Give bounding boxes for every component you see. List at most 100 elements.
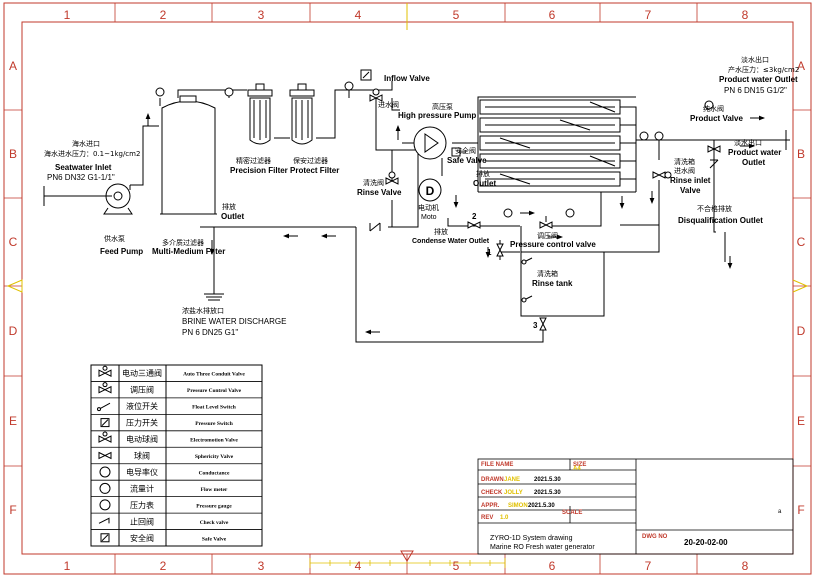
frame-column-label: 2 xyxy=(160,559,167,573)
pressure-gauge-icon xyxy=(99,499,111,511)
rev-label: REV xyxy=(481,515,493,521)
legend-cn-label: 压力开关 xyxy=(126,418,158,428)
legend-cn-label: 压力表 xyxy=(130,500,154,510)
seawater-inlet-spec: PN6 DN32 G1-1/1" xyxy=(47,173,115,182)
legend-cn-label: 流量计 xyxy=(130,483,154,493)
legend-cn-label: 止回阀 xyxy=(130,516,154,526)
legend-cn-label: 调压阀 xyxy=(130,386,154,395)
pw-outlet2-label-a: Product water xyxy=(728,148,781,157)
inflow-valve-cn-label: 进水阀 xyxy=(378,100,399,109)
precision-filter-label: Precision Filter xyxy=(230,166,288,175)
flow-meter-icon xyxy=(639,131,649,141)
motor-icon: D xyxy=(418,178,442,202)
precision-filter-icon xyxy=(247,83,273,145)
frame-row-label: A xyxy=(797,59,805,73)
frame-row-label: E xyxy=(9,414,17,428)
mm-filter-cn-label: 多介质过滤器 xyxy=(162,238,204,247)
rinse-inlet-label-a: Rinse inlet xyxy=(670,176,711,185)
drawn-label: DRAWN xyxy=(481,477,504,483)
product-valve-label: Product Valve xyxy=(690,114,743,123)
pressure-gauges xyxy=(155,81,714,218)
frame-column-label: 8 xyxy=(742,559,749,573)
pw-outlet2-label-b: Outlet xyxy=(742,158,765,167)
fw-outlet2-cn-label: 淡水出口 xyxy=(734,138,762,147)
dwg-number: 20-20-02-00 xyxy=(684,538,728,547)
brine-discharge-icon xyxy=(204,293,224,301)
hp-pump-label: High pressure Pump xyxy=(398,111,476,120)
title-block xyxy=(477,458,794,555)
legend-en-label: Sphericity Valve xyxy=(195,454,234,460)
check-valve-icon xyxy=(98,517,110,524)
high-pressure-pump-icon xyxy=(402,126,447,176)
frame-column-label: 6 xyxy=(549,8,556,22)
legend-en-label: Safe Valve xyxy=(202,536,227,542)
file-name-label: FILE NAME xyxy=(481,462,513,468)
pressure-gauge-icon xyxy=(224,87,234,97)
frame-row-label: F xyxy=(9,503,16,517)
rinse-inlet-valve-icon xyxy=(652,171,672,179)
frame-column-label: 2 xyxy=(160,8,167,22)
drawn-name: JANE xyxy=(504,477,520,483)
product-valve-icon xyxy=(707,145,721,153)
sheet-mark: a xyxy=(778,509,782,515)
outlet-label: Outlet xyxy=(473,179,496,188)
seawater-pressure-cn-label: 海水进水压力：0.1~1kg/cm2 xyxy=(44,149,140,158)
scale-label: SCALE xyxy=(562,510,582,516)
pressure-gauge-icon xyxy=(565,208,575,218)
size-value: A4 xyxy=(573,466,581,472)
rinse-inlet-cn2-label: 进水阀 xyxy=(674,166,695,175)
conductance-icon xyxy=(654,131,664,141)
safe-valve-icon xyxy=(451,147,466,157)
rinse-tank-cn-label: 清洗箱 xyxy=(537,269,558,278)
valve-2-number: 2 xyxy=(472,212,477,221)
precision-filter-cn-label: 精密过滤器 xyxy=(236,156,271,165)
rinse-valve-cn-label: 清洗阀 xyxy=(363,178,384,187)
rinse-tank-icon xyxy=(520,251,605,317)
pw-outlet-spec: PN 6 DN15 G1/2" xyxy=(724,86,787,95)
appr-date: 2021.5.30 xyxy=(528,503,555,509)
frame-column-label: 4 xyxy=(355,559,362,573)
mm-filter-label: Multi-Medium Filter xyxy=(152,247,225,256)
legend-en-label: Float Level Switch xyxy=(192,405,236,411)
seawater-inlet-label: Seatwater Inlet xyxy=(55,163,112,172)
safe-valve-cn-label: 安全阀 xyxy=(455,146,476,155)
svg-text:D: D xyxy=(426,184,435,198)
flow-meter-icon xyxy=(99,482,111,494)
brine-spec: PN 6 DN25 G1" xyxy=(182,328,238,337)
pressure-gauge-icon xyxy=(155,87,165,97)
appr-label: APPR. xyxy=(481,503,500,509)
drawn-date: 2021.5.30 xyxy=(534,477,561,483)
rinse-tank-label: Rinse tank xyxy=(532,279,573,288)
legend-table xyxy=(90,364,263,547)
outlet-cn-label: 排放 xyxy=(476,169,490,178)
legend-cn-label: 球阀 xyxy=(134,451,150,461)
frame-column-label: 1 xyxy=(64,559,71,573)
frame-column-label: 4 xyxy=(355,8,362,22)
frame-row-label: E xyxy=(797,414,805,428)
legend-en-label: Pressure gauge xyxy=(196,503,232,509)
frame-row-label: B xyxy=(9,147,17,161)
legend-cn-label: 液位开关 xyxy=(126,401,158,411)
title-line-2: Marine RO Fresh water generator xyxy=(490,544,595,551)
pressure-control-valve-icon xyxy=(98,382,112,394)
multi-medium-filter-icon xyxy=(160,95,217,215)
pressure-gauge-icon xyxy=(344,81,354,91)
pressure-switch-icon xyxy=(360,69,372,81)
valve-1-number: 1 xyxy=(487,248,492,257)
product-valve-cn-label: 纯水阀 xyxy=(703,104,724,113)
feed-pump-cn-label: 供水泵 xyxy=(104,234,125,243)
legend-cn-label: 电动球阀 xyxy=(126,434,158,444)
valve-3-number: 3 xyxy=(533,321,538,330)
float-level-switch-icon xyxy=(97,402,111,412)
pressure-control-valve-icon xyxy=(539,216,553,229)
legend-cn-label: 电导率仪 xyxy=(126,467,158,477)
frame-column-label: 7 xyxy=(645,8,652,22)
frame-row-label: D xyxy=(9,324,18,338)
pressure-gauge-icon xyxy=(704,100,714,110)
piping xyxy=(43,81,790,343)
rev-value: 1.0 xyxy=(500,515,509,521)
disq-label: Disqualification Outlet xyxy=(678,216,763,225)
frame-column-label: 8 xyxy=(742,8,749,22)
